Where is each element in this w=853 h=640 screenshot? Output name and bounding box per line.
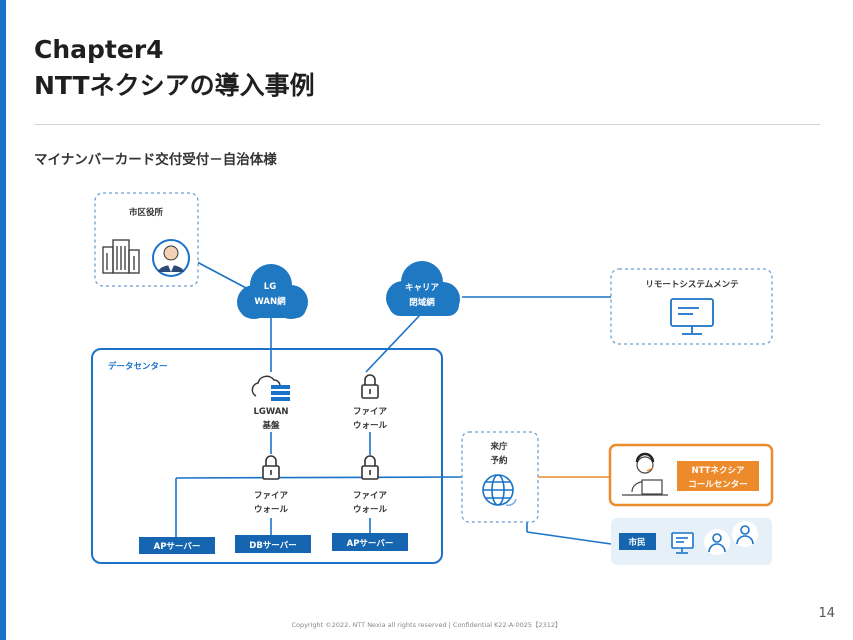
- chapter-label: Chapter4: [34, 35, 164, 64]
- svg-text:WAN網: WAN網: [254, 296, 286, 307]
- svg-text:キャリア: キャリア: [405, 283, 440, 293]
- monitor-icon: [670, 298, 714, 335]
- svg-text:ファイア: ファイア: [353, 407, 388, 417]
- operator-icon: [622, 452, 668, 496]
- ap-server-box: APサーバー: [139, 537, 215, 554]
- lg-wan-cloud: LG WAN網: [237, 264, 308, 319]
- svg-text:LG: LG: [264, 282, 276, 292]
- svg-text:ウォール: ウォール: [353, 421, 388, 431]
- svg-text:基盤: 基盤: [261, 420, 280, 431]
- svg-text:予約: 予約: [490, 455, 508, 466]
- svg-text:ファイア: ファイア: [254, 491, 289, 501]
- datacenter-box: データセンター: [91, 348, 443, 564]
- citizen-box: 市民: [611, 518, 772, 565]
- db-server-box: DBサーバー: [235, 535, 311, 553]
- svg-text:NTTネクシア: NTTネクシア: [692, 465, 745, 476]
- svg-text:ウォール: ウォール: [254, 505, 289, 515]
- firewall-lock-icon: [361, 374, 379, 399]
- cloud-server-icon: [251, 375, 290, 401]
- firewall-lock-icon: [262, 455, 280, 480]
- staff-avatar-icon: [152, 239, 190, 277]
- city-hall-box: 市区役所: [94, 192, 199, 287]
- svg-text:来庁: 来庁: [489, 441, 508, 452]
- page-subtitle: マイナンバーカード交付受付－自治体様: [34, 152, 277, 168]
- globe-icon: [482, 474, 517, 507]
- svg-text:APサーバー: APサーバー: [154, 541, 201, 552]
- svg-text:リモートシステムメンテ: リモートシステムメンテ: [645, 280, 738, 290]
- connection-lines: [175, 261, 612, 545]
- copyright-footer: Copyright ©2022, NTT Nexia all rights re…: [291, 621, 562, 629]
- pc-icon: [671, 532, 694, 554]
- remote-maintenance-box: リモートシステムメンテ: [610, 268, 773, 345]
- svg-text:APサーバー: APサーバー: [347, 538, 394, 549]
- carrier-cloud: キャリア 閉域網: [386, 261, 460, 316]
- svg-text:ウォール: ウォール: [353, 505, 388, 515]
- firewall-lock-icon: [361, 455, 379, 480]
- callcenter-box: NTTネクシア コールセンター: [608, 443, 774, 507]
- svg-text:データセンター: データセンター: [108, 361, 168, 372]
- ap-server-box: APサーバー: [332, 533, 408, 551]
- page-number: 14: [818, 606, 835, 621]
- svg-text:市民: 市民: [628, 537, 645, 548]
- svg-text:DBサーバー: DBサーバー: [249, 540, 296, 551]
- accent-bar: [0, 0, 6, 640]
- svg-text:閉域網: 閉域網: [409, 297, 435, 308]
- city-hall-label: 市区役所: [129, 207, 164, 218]
- svg-text:ファイア: ファイア: [353, 491, 388, 501]
- reservation-box: 来庁 予約: [461, 431, 539, 523]
- building-icon: [102, 239, 140, 274]
- svg-text:LGWAN: LGWAN: [253, 407, 288, 417]
- page-title: NTTネクシアの導入事例: [34, 71, 315, 100]
- svg-text:コールセンター: コールセンター: [688, 479, 748, 490]
- divider: [34, 124, 820, 125]
